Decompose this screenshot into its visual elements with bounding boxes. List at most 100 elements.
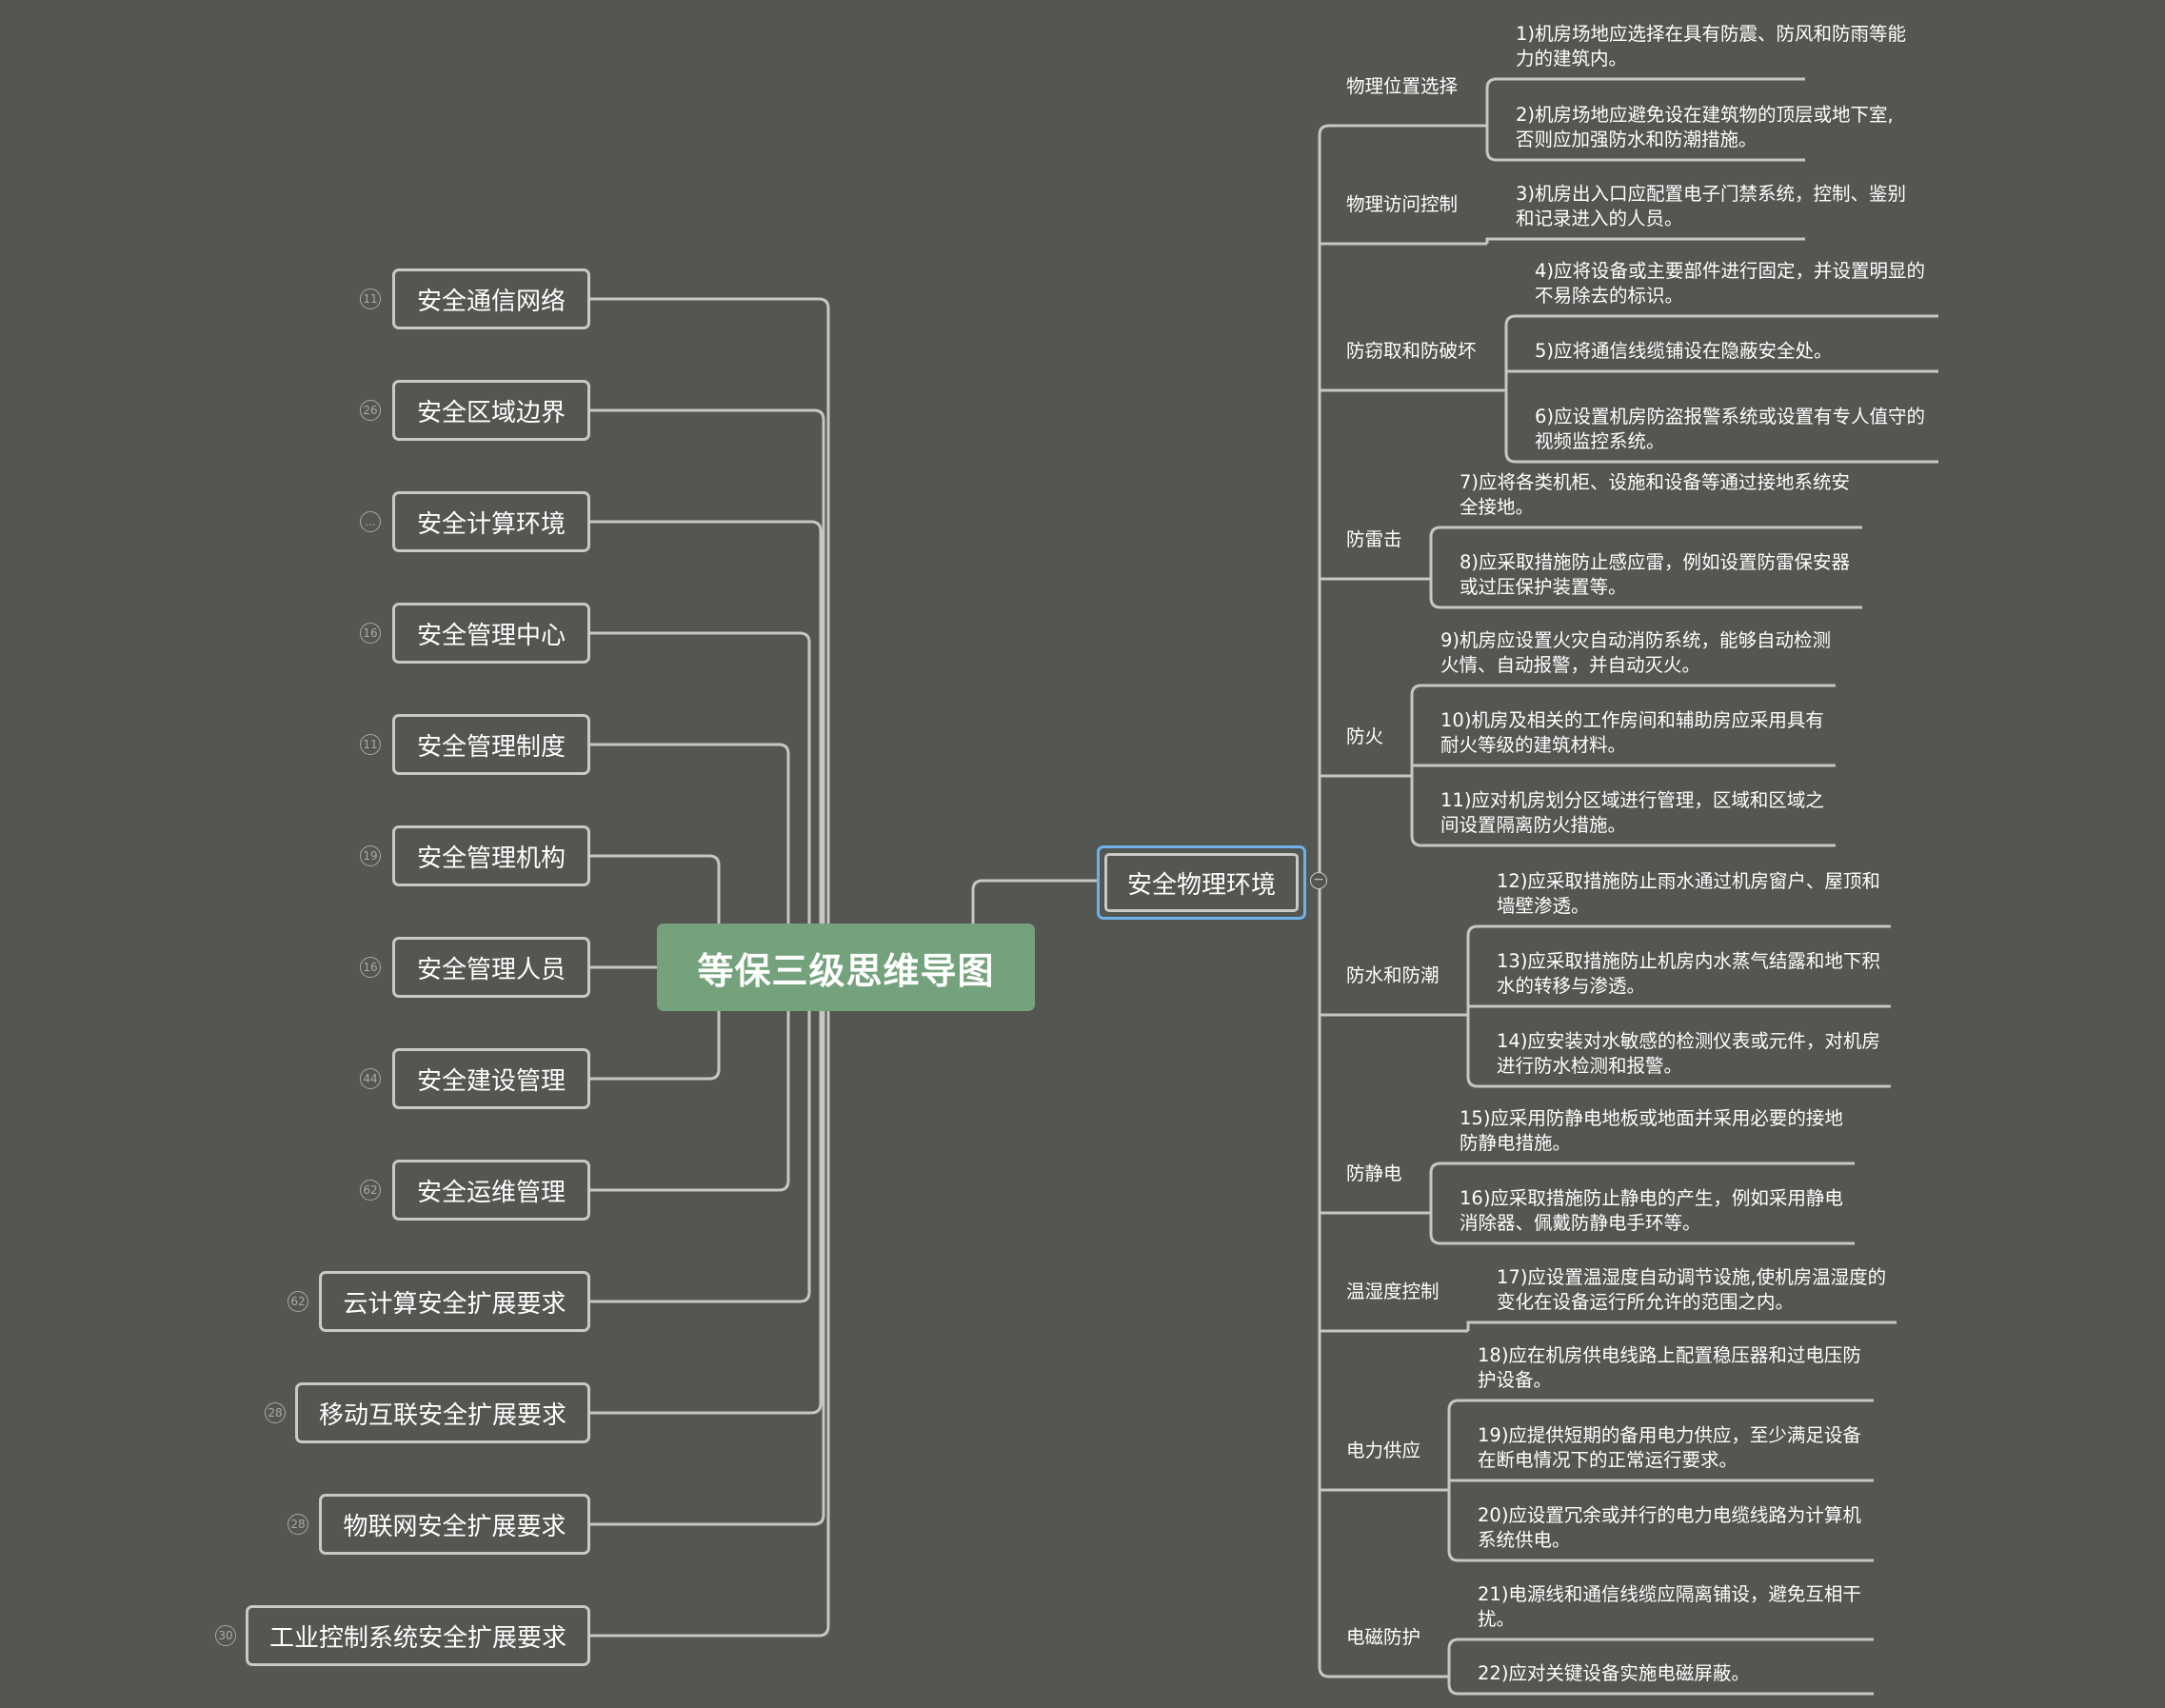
connector <box>1429 1162 1855 1174</box>
requirement-text-line: 进行防水检测和报警。 <box>1497 1055 1683 1077</box>
requirement-text-line: 护设备。 <box>1478 1369 1553 1391</box>
requirement-item[interactable]: 4)应将设备或主要部件进行固定，并设置明显的不易除去的标识。 <box>1535 259 1925 308</box>
requirement-text-line: 防静电措施。 <box>1460 1132 1572 1154</box>
branch-node[interactable]: 安全建设管理 <box>392 1048 590 1109</box>
requirement-item[interactable]: 18)应在机房供电线路上配置稳压器和过电压防护设备。 <box>1478 1343 1861 1393</box>
child-count-badge[interactable]: ... <box>360 511 381 532</box>
requirement-item[interactable]: 8)应采取措施防止感应雷，例如设置防雷保安器或过压保护装置等。 <box>1460 550 1850 600</box>
requirement-text-line: 1)机房场地应选择在具有防震、防风和防雨等能 <box>1516 23 1907 45</box>
requirement-text-line: 15)应采用防静电地板或地面并采用必要的接地 <box>1460 1107 1843 1129</box>
requirement-text-line: 22)应对关键设备实施电磁屏蔽。 <box>1478 1662 1750 1684</box>
connector <box>971 879 1097 924</box>
requirement-item[interactable]: 22)应对关键设备实施电磁屏蔽。 <box>1478 1661 1750 1686</box>
requirement-text-line: 20)应设置冗余或并行的电力电缆线路为计算机 <box>1478 1504 1861 1526</box>
requirement-item[interactable]: 16)应采取措施防止静电的产生，例如采用静电消除器、佩戴防静电手环等。 <box>1460 1186 1843 1236</box>
requirement-text-line: 系统供电。 <box>1478 1529 1571 1551</box>
requirement-item[interactable]: 13)应采取措施防止机房内水蒸气结露和地下积水的转移与渗透。 <box>1497 949 1880 999</box>
requirement-item[interactable]: 12)应采取措施防止雨水通过机房窗户、屋顶和墙壁渗透。 <box>1497 869 1880 919</box>
child-count-badge[interactable]: 28 <box>288 1514 308 1535</box>
requirement-item[interactable]: 3)机房出入口应配置电子门禁系统，控制、鉴别和记录进入的人员。 <box>1516 182 1906 231</box>
child-count-badge[interactable]: 44 <box>360 1068 381 1089</box>
requirement-text-line: 视频监控系统。 <box>1535 430 1665 452</box>
branch-node[interactable]: 安全区域边界 <box>392 380 590 441</box>
category-label[interactable]: 防水和防潮 <box>1346 964 1440 986</box>
child-count-badge[interactable]: 16 <box>360 623 381 644</box>
category-label[interactable]: 防雷击 <box>1346 528 1402 550</box>
category-label[interactable]: 防静电 <box>1346 1162 1402 1184</box>
requirement-text-line: 10)机房及相关的工作房间和辅助房应采用具有 <box>1440 709 1824 731</box>
category-label[interactable]: 物理位置选择 <box>1346 75 1459 97</box>
requirement-text-line: 4)应将设备或主要部件进行固定，并设置明显的 <box>1535 260 1926 282</box>
category-label[interactable]: 电力供应 <box>1346 1440 1421 1461</box>
requirement-text-line: 火情、自动报警，并自动灭火。 <box>1440 654 1701 676</box>
branch-node[interactable]: 安全管理制度 <box>392 714 590 775</box>
requirement-item[interactable]: 20)应设置冗余或并行的电力电缆线路为计算机系统供电。 <box>1478 1503 1861 1553</box>
requirement-item[interactable]: 9)机房应设置火灾自动消防系统，能够自动检测火情、自动报警，并自动灭火。 <box>1440 628 1831 678</box>
root-topic[interactable]: 等保三级思维导图 <box>657 924 1035 1011</box>
child-count-badge[interactable]: 26 <box>360 400 381 421</box>
connector <box>1410 835 1836 847</box>
branch-node[interactable]: 移动互联安全扩展要求 <box>295 1382 590 1443</box>
branch-node[interactable]: 物联网安全扩展要求 <box>319 1494 590 1555</box>
branch-node[interactable]: 工业控制系统安全扩展要求 <box>246 1605 590 1666</box>
category-label[interactable]: 物理访问控制 <box>1346 193 1459 215</box>
branch-node[interactable]: 安全管理机构 <box>392 825 590 886</box>
requirement-item[interactable]: 5)应将通信线缆铺设在隐蔽安全处。 <box>1535 339 1833 364</box>
child-count-badge[interactable]: 19 <box>360 845 381 866</box>
requirement-item[interactable]: 15)应采用防静电地板或地面并采用必要的接地防静电措施。 <box>1460 1106 1843 1156</box>
child-count-badge[interactable]: 62 <box>288 1291 308 1312</box>
connector <box>1504 314 1938 327</box>
branch-node[interactable]: 安全管理人员 <box>392 937 590 998</box>
requirement-text-line: 5)应将通信线缆铺设在隐蔽安全处。 <box>1535 340 1833 362</box>
connector <box>590 297 830 924</box>
requirement-text-line: 在断电情况下的正常运行要求。 <box>1478 1449 1738 1471</box>
connector <box>1504 451 1938 464</box>
category-label[interactable]: 防窃取和防破坏 <box>1346 340 1477 362</box>
connector <box>1318 1666 1449 1678</box>
category-label[interactable]: 防火 <box>1346 725 1384 747</box>
child-count-badge[interactable]: 30 <box>215 1625 236 1646</box>
requirement-item[interactable]: 1)机房场地应选择在具有防震、防风和防雨等能力的建筑内。 <box>1516 22 1906 71</box>
requirement-item[interactable]: 17)应设置温湿度自动调节设施,使机房温湿度的变化在设备运行所允许的范围之内。 <box>1497 1265 1886 1315</box>
branch-node[interactable]: 安全通信网络 <box>392 268 590 329</box>
requirement-text-line: 13)应采取措施防止机房内水蒸气结露和地下积 <box>1497 950 1880 972</box>
connector <box>1447 1638 1874 1650</box>
branch-node[interactable]: 云计算安全扩展要求 <box>319 1271 590 1332</box>
requirement-item[interactable]: 21)电源线和通信线缆应隔离铺设，避免互相干扰。 <box>1478 1582 1861 1632</box>
connector <box>590 854 721 924</box>
requirement-text-line: 间设置隔离防火措施。 <box>1440 814 1627 836</box>
category-label[interactable]: 电磁防护 <box>1346 1626 1421 1648</box>
connector <box>1447 1550 1874 1562</box>
category-label[interactable]: 温湿度控制 <box>1346 1281 1440 1302</box>
child-count-badge[interactable]: 62 <box>360 1180 381 1201</box>
branch-node[interactable]: 安全计算环境 <box>392 491 590 552</box>
connector <box>590 1011 825 1526</box>
requirement-item[interactable]: 10)机房及相关的工作房间和辅助房应采用具有耐火等级的建筑材料。 <box>1440 708 1824 758</box>
branch-node[interactable]: 安全管理中心 <box>392 603 590 664</box>
child-count-badge[interactable]: 16 <box>360 957 381 978</box>
child-count-badge[interactable]: 11 <box>360 734 381 755</box>
requirement-item[interactable]: 6)应设置机房防盗报警系统或设置有专人值守的视频监控系统。 <box>1535 405 1925 454</box>
requirement-text-line: 14)应安装对水敏感的检测仪表或元件，对机房 <box>1497 1030 1880 1052</box>
requirement-text-line: 21)电源线和通信线缆应隔离铺设，避免互相干 <box>1478 1583 1861 1605</box>
right-branch-label: 安全物理环境 <box>1104 853 1299 912</box>
connector <box>1429 597 1862 609</box>
child-count-badge[interactable]: 28 <box>265 1402 286 1423</box>
requirement-text-line: 变化在设备运行所允许的范围之内。 <box>1497 1291 1795 1313</box>
requirement-item[interactable]: 7)应将各类机柜、设施和设备等通过接地系统安全接地。 <box>1460 470 1850 520</box>
requirement-text-line: 或过压保护装置等。 <box>1460 576 1627 598</box>
requirement-text-line: 消除器、佩戴防静电手环等。 <box>1460 1212 1701 1234</box>
requirement-item[interactable]: 2)机房场地应避免设在建筑物的顶层或地下室,否则应加强防水和防潮措施。 <box>1516 103 1894 152</box>
connector <box>1410 684 1836 696</box>
branch-node[interactable]: 安全运维管理 <box>392 1160 590 1221</box>
collapse-icon[interactable]: − <box>1310 872 1327 889</box>
requirement-item[interactable]: 11)应对机房划分区域进行管理，区域和区域之间设置隔离防火措施。 <box>1440 788 1824 838</box>
connector <box>1466 924 1891 937</box>
requirement-item[interactable]: 19)应提供短期的备用电力供应，至少满足设备在断电情况下的正常运行要求。 <box>1478 1423 1861 1473</box>
requirement-text-line: 耐火等级的建筑材料。 <box>1440 734 1627 756</box>
connector <box>590 1011 790 1192</box>
requirement-item[interactable]: 14)应安装对水敏感的检测仪表或元件，对机房进行防水检测和报警。 <box>1497 1029 1880 1079</box>
child-count-badge[interactable]: 11 <box>360 288 381 309</box>
right-branch-node[interactable]: 安全物理环境 <box>1097 845 1306 920</box>
